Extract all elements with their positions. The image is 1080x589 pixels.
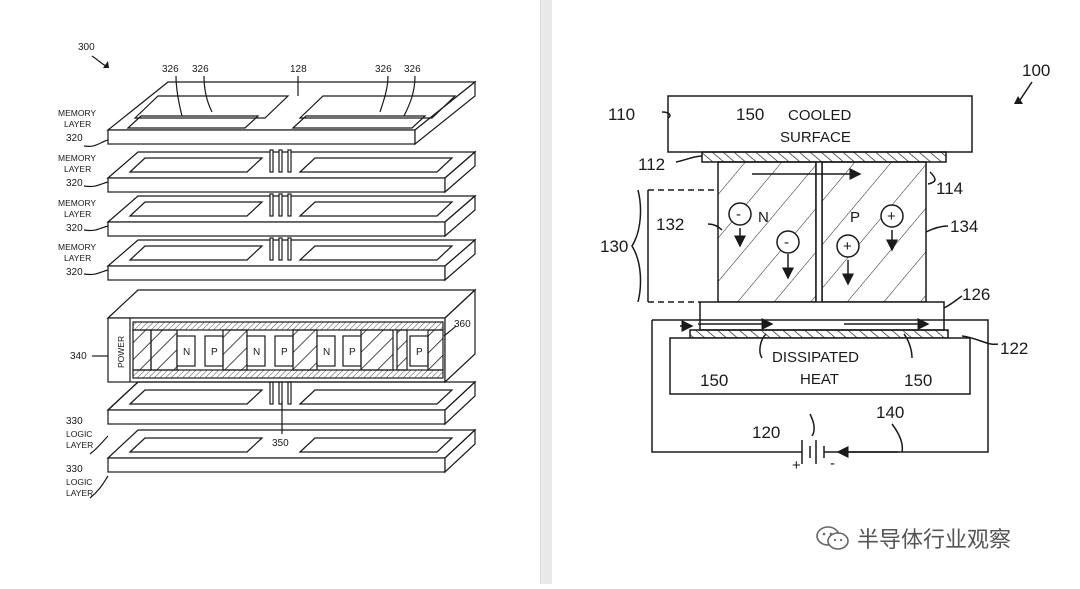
thermoelectric-cooler-figure: - - + + 100 110 COOLED SURFACE 150 112 1…: [552, 0, 1080, 584]
svg-text:320: 320: [66, 267, 83, 278]
label-150-top: 150: [736, 105, 764, 124]
svg-text:LOGIC: LOGIC: [66, 477, 92, 487]
cooled-text-line2: SURFACE: [780, 129, 851, 146]
label-114: 114: [936, 179, 963, 198]
label-150-bottom-left: 150: [700, 371, 728, 390]
plus-sign-1: +: [843, 238, 852, 255]
svg-text:320: 320: [66, 178, 83, 189]
n-label-3: N: [323, 347, 330, 358]
svg-text:MEMORY: MEMORY: [58, 198, 96, 208]
memory-layer-label-4: MEMORY LAYER 320: [58, 242, 96, 278]
memory-layer-4: [106, 237, 477, 282]
label-326-a: 326: [162, 64, 179, 75]
cooled-text-line1: COOLED: [788, 107, 852, 124]
n-label-1: N: [183, 347, 190, 358]
svg-text:MEMORY: MEMORY: [58, 153, 96, 163]
cooled-surface-block: [667, 95, 973, 153]
hole-carrier-2: [880, 204, 904, 228]
svg-text:LAYER: LAYER: [66, 440, 93, 450]
label-128: 128: [290, 64, 307, 75]
p-type-leg: [821, 161, 927, 303]
stacked-layers-figure: 300 326 326 128 326 326 MEMORY LAYER 320…: [0, 0, 540, 584]
label-120: 120: [752, 423, 780, 442]
watermark-text: 半导体行业观察: [857, 528, 1012, 553]
electron-carrier-1: [728, 202, 752, 226]
bottom-plate: [699, 301, 945, 331]
label-360: 360: [454, 319, 471, 330]
p-label-3: P: [349, 347, 356, 358]
svg-text:LAYER: LAYER: [66, 488, 93, 498]
stacked-layers-diagram: 300 326 326 128 326 326 MEMORY LAYER 320…: [58, 42, 477, 499]
p-label-2: P: [281, 347, 288, 358]
svg-text:LAYER: LAYER: [64, 209, 91, 219]
p-label-1: P: [211, 347, 218, 358]
minus-sign-2: -: [784, 234, 789, 251]
logic-layer-2: [106, 428, 477, 474]
watermark: 半导体行业观察: [815, 522, 1011, 554]
label-122: 122: [1000, 339, 1028, 358]
logic-layer-label-2: 330 LOGIC LAYER: [66, 464, 93, 498]
logic-layer-1: [106, 380, 477, 426]
label-150-bottom-right: 150: [904, 371, 932, 390]
power-label: POWER: [116, 336, 126, 368]
svg-text:320: 320: [66, 223, 83, 234]
dissipated-text-line1: DISSIPATED: [772, 349, 859, 366]
hole-carrier-1: [836, 234, 860, 258]
label-126: 126: [962, 285, 990, 304]
thermoelectric-cooler-diagram: - - + + 100 110 COOLED SURFACE 150 112 1…: [600, 61, 1050, 474]
power-layer: [106, 288, 477, 405]
memory-layer-1: [106, 80, 477, 146]
svg-text:330: 330: [66, 416, 83, 427]
p-label-4: P: [416, 347, 423, 358]
label-326-b: 326: [192, 64, 209, 75]
battery-plus: +: [792, 457, 801, 474]
memory-layer-2: [106, 149, 477, 194]
svg-text:330: 330: [66, 464, 83, 475]
memory-layer-label-3: MEMORY LAYER 320: [58, 198, 96, 234]
memory-layer-label-2: MEMORY LAYER 320: [58, 153, 96, 189]
svg-text:LAYER: LAYER: [64, 164, 91, 174]
n-region-label: N: [758, 209, 769, 226]
minus-sign-1: -: [736, 206, 741, 223]
label-350: 350: [272, 438, 289, 449]
svg-text:LAYER: LAYER: [64, 119, 91, 129]
top-plate: [701, 151, 947, 163]
label-110: 110: [608, 105, 635, 124]
ref-100-label: 100: [1022, 61, 1050, 80]
wechat-icon: [816, 526, 849, 550]
svg-text:MEMORY: MEMORY: [58, 108, 96, 118]
label-326-c: 326: [375, 64, 392, 75]
p-region-label: P: [850, 209, 860, 226]
ref-300-label: 300: [78, 42, 95, 53]
electron-carrier-2: [776, 230, 800, 254]
plus-sign-2: +: [887, 208, 896, 225]
memory-layer-3: [106, 193, 477, 238]
label-112: 112: [638, 155, 665, 174]
n-type-leg: [717, 161, 817, 303]
dissipated-heat-block: [669, 337, 971, 395]
label-132: 132: [656, 215, 684, 234]
memory-layer-label-1: MEMORY LAYER 320: [58, 108, 96, 144]
n-label-2: N: [253, 347, 260, 358]
battery-minus: -: [830, 455, 835, 472]
label-340: 340: [70, 351, 87, 362]
svg-text:LAYER: LAYER: [64, 253, 91, 263]
svg-text:MEMORY: MEMORY: [58, 242, 96, 252]
logic-layer-label-1: 330 LOGIC LAYER: [66, 416, 93, 450]
label-134: 134: [950, 217, 978, 236]
label-130: 130: [600, 237, 628, 256]
svg-text:LOGIC: LOGIC: [66, 429, 92, 439]
label-326-d: 326: [404, 64, 421, 75]
dissipated-text-line2: HEAT: [800, 371, 839, 388]
svg-text:320: 320: [66, 133, 83, 144]
label-140: 140: [876, 403, 904, 422]
